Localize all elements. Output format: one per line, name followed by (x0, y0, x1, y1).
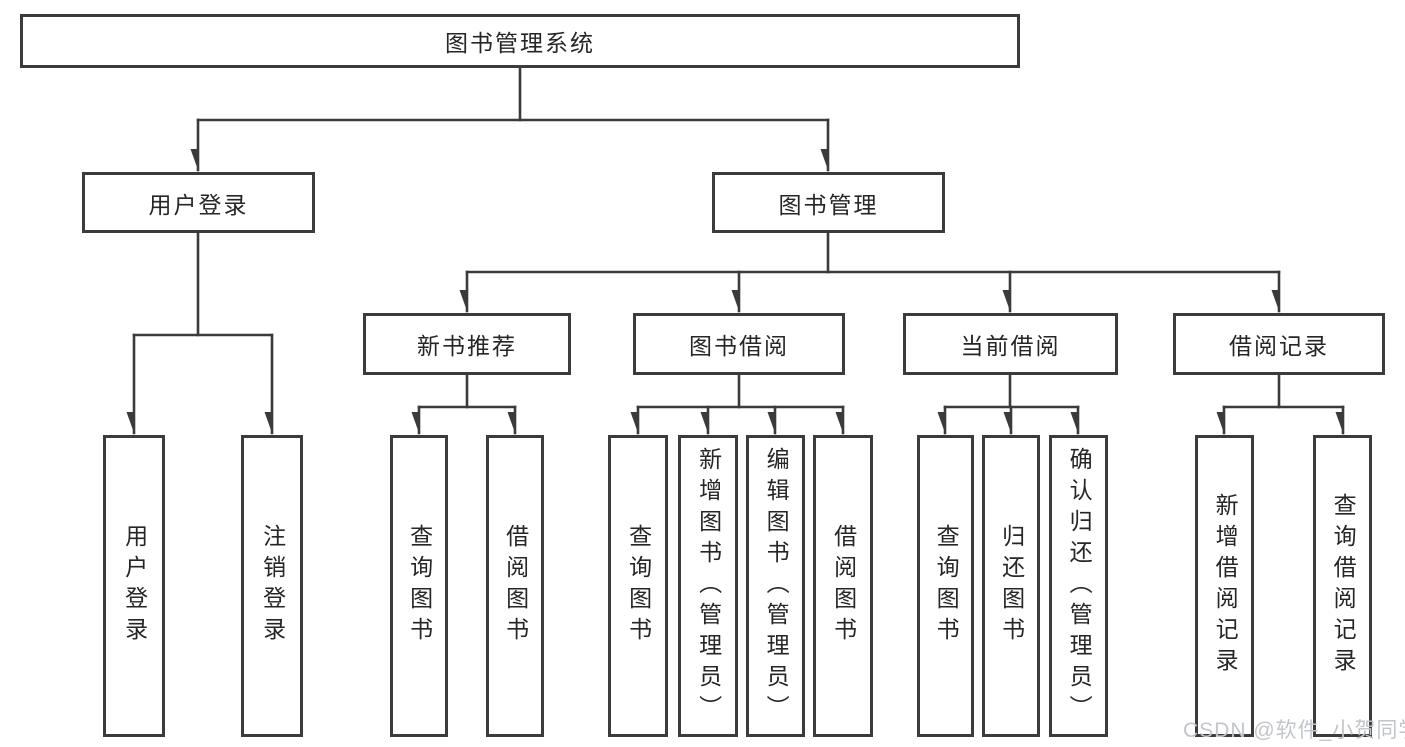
node-new-book-recommend: 新书推荐 (363, 313, 571, 375)
node-user-login-label: 用户登录 (148, 191, 249, 218)
node-root-label: 图书管理系统 (445, 30, 595, 56)
leaf-query-books-borrow-label: 查询图书 (625, 524, 652, 648)
node-borrow-records-label: 借阅记录 (1229, 333, 1329, 359)
leaf-query-books-current-label: 查询图书 (933, 524, 960, 648)
leaf-query-books-recommend-label: 查询图书 (406, 524, 433, 648)
leaf-borrow-books-recommend: 借阅图书 (486, 435, 544, 737)
node-book-management-label: 图书管理 (778, 191, 879, 218)
node-current-borrow-label: 当前借阅 (960, 333, 1061, 359)
node-book-borrow-label: 图书借阅 (689, 333, 789, 359)
leaf-user-login-label: 用户登录 (121, 524, 148, 648)
leaf-logout: 注销登录 (241, 435, 303, 737)
leaf-add-borrow-record: 新增借阅记录 (1195, 435, 1254, 737)
leaf-confirm-return-admin-label: 确认归还（管理员） (1066, 446, 1093, 726)
node-borrow-records: 借阅记录 (1173, 313, 1385, 375)
leaf-edit-book-admin: 编辑图书（管理员） (746, 435, 805, 737)
leaf-query-books-recommend: 查询图书 (390, 435, 448, 737)
leaf-add-book-admin: 新增图书（管理员） (678, 435, 738, 737)
leaf-add-book-admin-label: 新增图书（管理员） (695, 446, 722, 726)
node-new-book-recommend-label: 新书推荐 (417, 333, 517, 359)
leaf-query-books-borrow: 查询图书 (608, 435, 668, 737)
node-current-borrow: 当前借阅 (903, 313, 1118, 375)
leaf-borrow-books-recommend-label: 借阅图书 (502, 524, 529, 648)
leaf-return-book-label: 归还图书 (998, 524, 1025, 648)
csdn-watermark: CSDN @软件_小贺同学 (1183, 719, 1405, 742)
leaf-borrow-books-label: 借阅图书 (830, 524, 857, 648)
node-user-login: 用户登录 (82, 172, 315, 233)
leaf-user-login: 用户登录 (103, 435, 165, 737)
leaf-return-book: 归还图书 (982, 435, 1040, 737)
leaf-query-borrow-record-label: 查询借阅记录 (1330, 493, 1357, 679)
leaf-borrow-books: 借阅图书 (813, 435, 873, 737)
leaf-logout-label: 注销登录 (259, 524, 286, 648)
leaf-confirm-return-admin: 确认归还（管理员） (1049, 435, 1108, 737)
node-book-borrow: 图书借阅 (633, 313, 845, 375)
leaf-query-borrow-record: 查询借阅记录 (1313, 435, 1372, 737)
node-root: 图书管理系统 (20, 14, 1020, 68)
leaf-query-books-current: 查询图书 (917, 435, 974, 737)
leaf-add-borrow-record-label: 新增借阅记录 (1212, 493, 1239, 679)
node-book-management: 图书管理 (712, 172, 945, 233)
leaf-edit-book-admin-label: 编辑图书（管理员） (763, 446, 790, 726)
